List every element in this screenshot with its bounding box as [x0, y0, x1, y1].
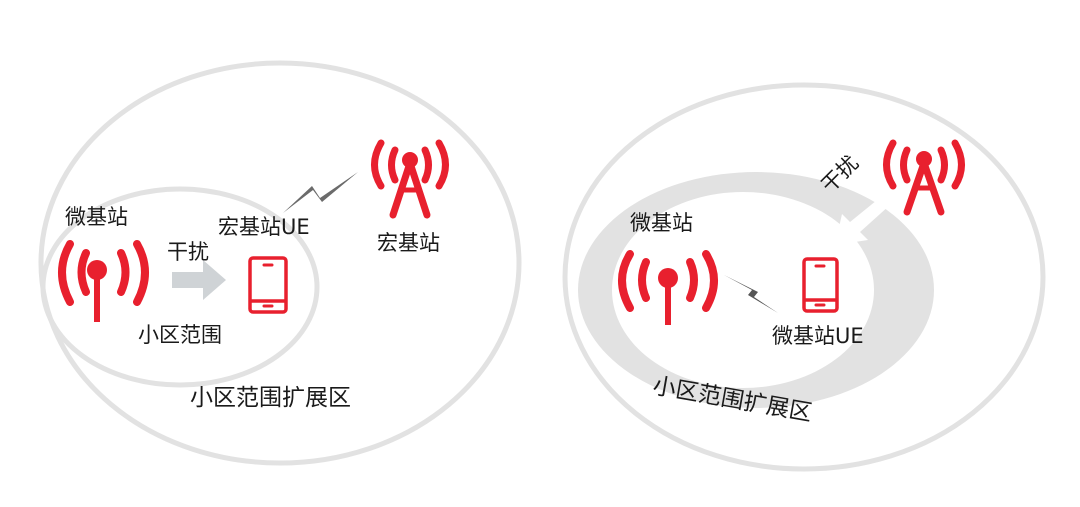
left-cre-label: 小区范围扩展区: [190, 385, 351, 411]
right-micro-bs-label: 微基站: [630, 211, 693, 235]
left-diagram: [38, 60, 522, 466]
right-micro-ue-label: 微基站UE: [772, 324, 864, 348]
lightning-bolt-icon: [283, 172, 358, 213]
right-diagram: [562, 82, 1046, 472]
interference-arrow-icon: [172, 260, 226, 300]
macro-tower-icon: [883, 139, 965, 216]
left-macro-bs-label: 宏基站: [377, 231, 440, 255]
left-cell-range-ellipse: [40, 186, 320, 388]
left-interference-label: 干扰: [167, 240, 209, 264]
micro-base-station-icon: [618, 250, 718, 325]
interference-arrow-icon: [835, 196, 890, 245]
right-outer-ellipse: [562, 82, 1046, 472]
left-cre-ellipse: [38, 60, 522, 466]
phone-icon: [248, 256, 288, 314]
left-micro-bs-label: 微基站: [65, 205, 128, 229]
micro-base-station-icon: [58, 240, 149, 322]
phone-icon: [802, 257, 839, 313]
left-cell-range-label: 小区范围: [138, 323, 222, 347]
macro-tower-icon: [371, 139, 449, 219]
lightning-bolt-icon: [724, 275, 778, 313]
left-macro-ue-label: 宏基站UE: [218, 215, 310, 239]
